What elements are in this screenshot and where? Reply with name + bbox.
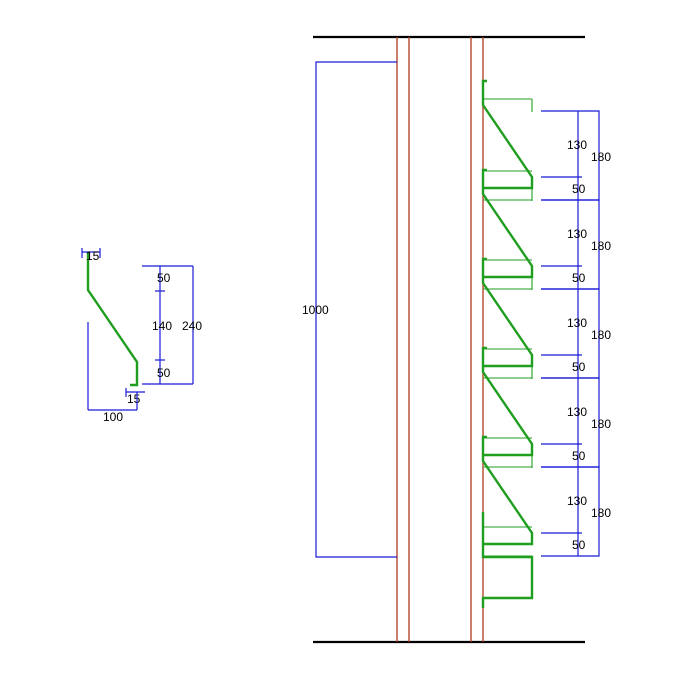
total-height-label: 240 <box>182 319 202 333</box>
pitch-label: 180 <box>591 506 611 520</box>
bottom-lip-label: 15 <box>127 392 141 406</box>
width-label: 100 <box>103 410 123 424</box>
slope-label: 130 <box>567 316 587 330</box>
blade-profile <box>481 435 534 546</box>
flat-label: 50 <box>572 449 586 463</box>
slope-label: 130 <box>567 494 587 508</box>
bottom-flat-label: 50 <box>157 366 171 380</box>
pitch-label: 180 <box>591 328 611 342</box>
slope-label: 130 <box>567 138 587 152</box>
pitch-dim <box>541 466 600 557</box>
overall-height-dim <box>315 61 397 558</box>
blade-stack: 130 180 50 130 180 50 130 180 50 130 180 50 130 180 50 <box>481 79 611 557</box>
top-flat-label: 50 <box>157 271 171 285</box>
pitch-label: 180 <box>591 239 611 253</box>
pitch-label: 180 <box>591 417 611 431</box>
section-profile <box>86 252 139 387</box>
blade-profile <box>481 346 534 457</box>
flat-label: 50 <box>572 271 586 285</box>
slope-height-label: 140 <box>152 319 172 333</box>
blade-profile <box>481 168 534 279</box>
pitch-label: 180 <box>591 150 611 164</box>
section-detail: 15 50 140 240 50 15 100 <box>81 248 202 424</box>
top-lip-label: 15 <box>86 249 100 263</box>
blade-profile <box>481 79 534 190</box>
flat-label: 50 <box>572 538 586 552</box>
bottom-channel <box>481 512 534 608</box>
blade-profile <box>481 257 534 368</box>
slope-label: 130 <box>567 405 587 419</box>
overall-height-label: 1000 <box>302 303 329 317</box>
slope-label: 130 <box>567 227 587 241</box>
elevation: 1000 13018050130180501301805013018050130… <box>302 35 611 644</box>
flat-label: 50 <box>572 360 586 374</box>
flat-label: 50 <box>572 182 586 196</box>
